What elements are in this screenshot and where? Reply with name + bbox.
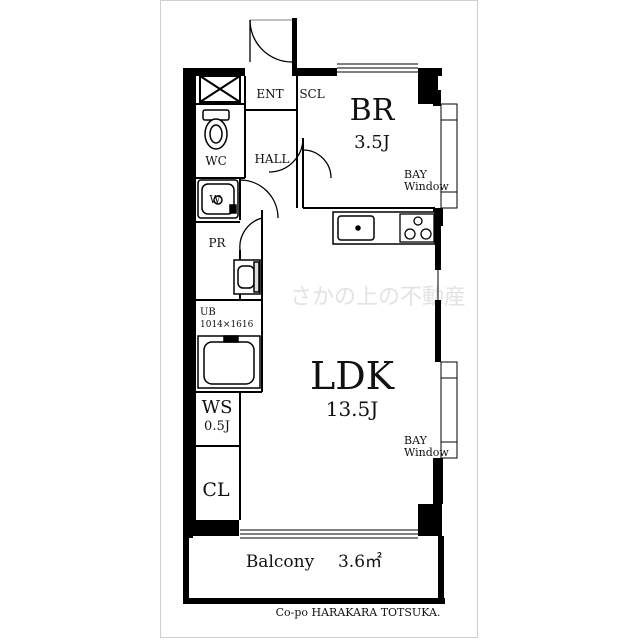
label-bedroom-size: 3.5J — [354, 132, 390, 153]
pipe-shaft-icon — [199, 75, 241, 103]
toilet-icon — [202, 109, 230, 150]
label-walkin-storage: WS — [202, 397, 233, 418]
interior-walls — [196, 76, 435, 520]
door-swings — [239, 19, 332, 251]
label-ldk-size: 13.5J — [326, 397, 379, 421]
label-unit-bath-size: 1014×1616 — [200, 320, 254, 330]
washer-icon — [197, 179, 239, 219]
label-entrance: ENT — [256, 87, 283, 101]
label-ldk: LDK — [310, 354, 395, 398]
building-name: Co-po HARAKARA TOTSUKA. — [276, 606, 441, 619]
label-toilet: WC — [205, 154, 227, 168]
label-washer: W — [209, 193, 221, 206]
label-bay-window-1a: BAY — [404, 168, 428, 181]
label-hall: HALL — [254, 152, 289, 166]
stove-icon — [399, 213, 435, 243]
label-shoe-closet: SCL — [299, 87, 324, 101]
label-bay-window-2b: Window — [404, 446, 449, 459]
label-powder-room: PR — [208, 236, 226, 250]
label-closet: CL — [202, 479, 230, 501]
label-bedroom: BR — [350, 93, 396, 128]
vanity-icon — [233, 259, 261, 295]
image-frame — [160, 0, 478, 638]
label-balcony: Balcony — [246, 552, 315, 572]
label-balcony-size: 3.6㎡ — [338, 552, 382, 572]
bathtub-icon — [197, 335, 261, 389]
window-marks — [240, 63, 458, 539]
label-walkin-storage-size: 0.5J — [204, 419, 230, 434]
label-unit-bath: UB — [200, 307, 216, 318]
label-bay-window-1b: Window — [404, 180, 449, 193]
outer-walls — [183, 18, 445, 604]
label-bay-window-2a: BAY — [404, 434, 428, 447]
